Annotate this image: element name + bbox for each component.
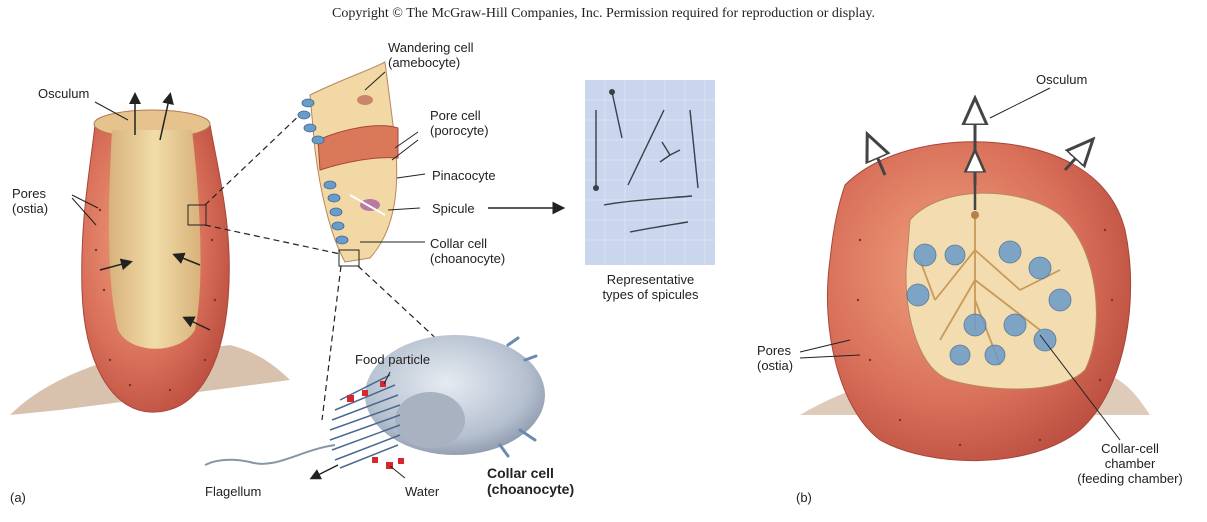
label-pores-b: Pores (ostia) (757, 343, 793, 373)
sponge-b (800, 88, 1150, 461)
spicule-panel (585, 80, 715, 265)
panel-label-a: (a) (10, 490, 26, 505)
label-collar-cell-chamber: Collar-cell chamber (feeding chamber) (1055, 441, 1205, 486)
label-pinacocyte: Pinacocyte (432, 168, 496, 183)
label-pore-cell: Pore cell (porocyte) (430, 108, 489, 138)
label-osculum-b: Osculum (1036, 72, 1087, 87)
body-wall-section (298, 62, 398, 266)
label-spicule: Spicule (432, 201, 475, 216)
label-osculum-a: Osculum (38, 86, 89, 101)
label-wandering-cell: Wandering cell (amebocyte) (388, 40, 474, 70)
panel-label-b: (b) (796, 490, 812, 505)
label-spicule-types: Representative types of spicules (578, 272, 723, 302)
copyright-notice: Copyright © The McGraw-Hill Companies, I… (0, 6, 1207, 22)
label-collar-cell: Collar cell (choanocyte) (430, 236, 505, 266)
sponge-a (10, 95, 290, 415)
label-collar-cell-bold: Collar cell (choanocyte) (487, 465, 574, 497)
label-water: Water (405, 484, 439, 499)
label-food-particle: Food particle (355, 352, 430, 367)
label-flagellum: Flagellum (205, 484, 261, 499)
label-pores-a: Pores (ostia) (12, 186, 48, 216)
